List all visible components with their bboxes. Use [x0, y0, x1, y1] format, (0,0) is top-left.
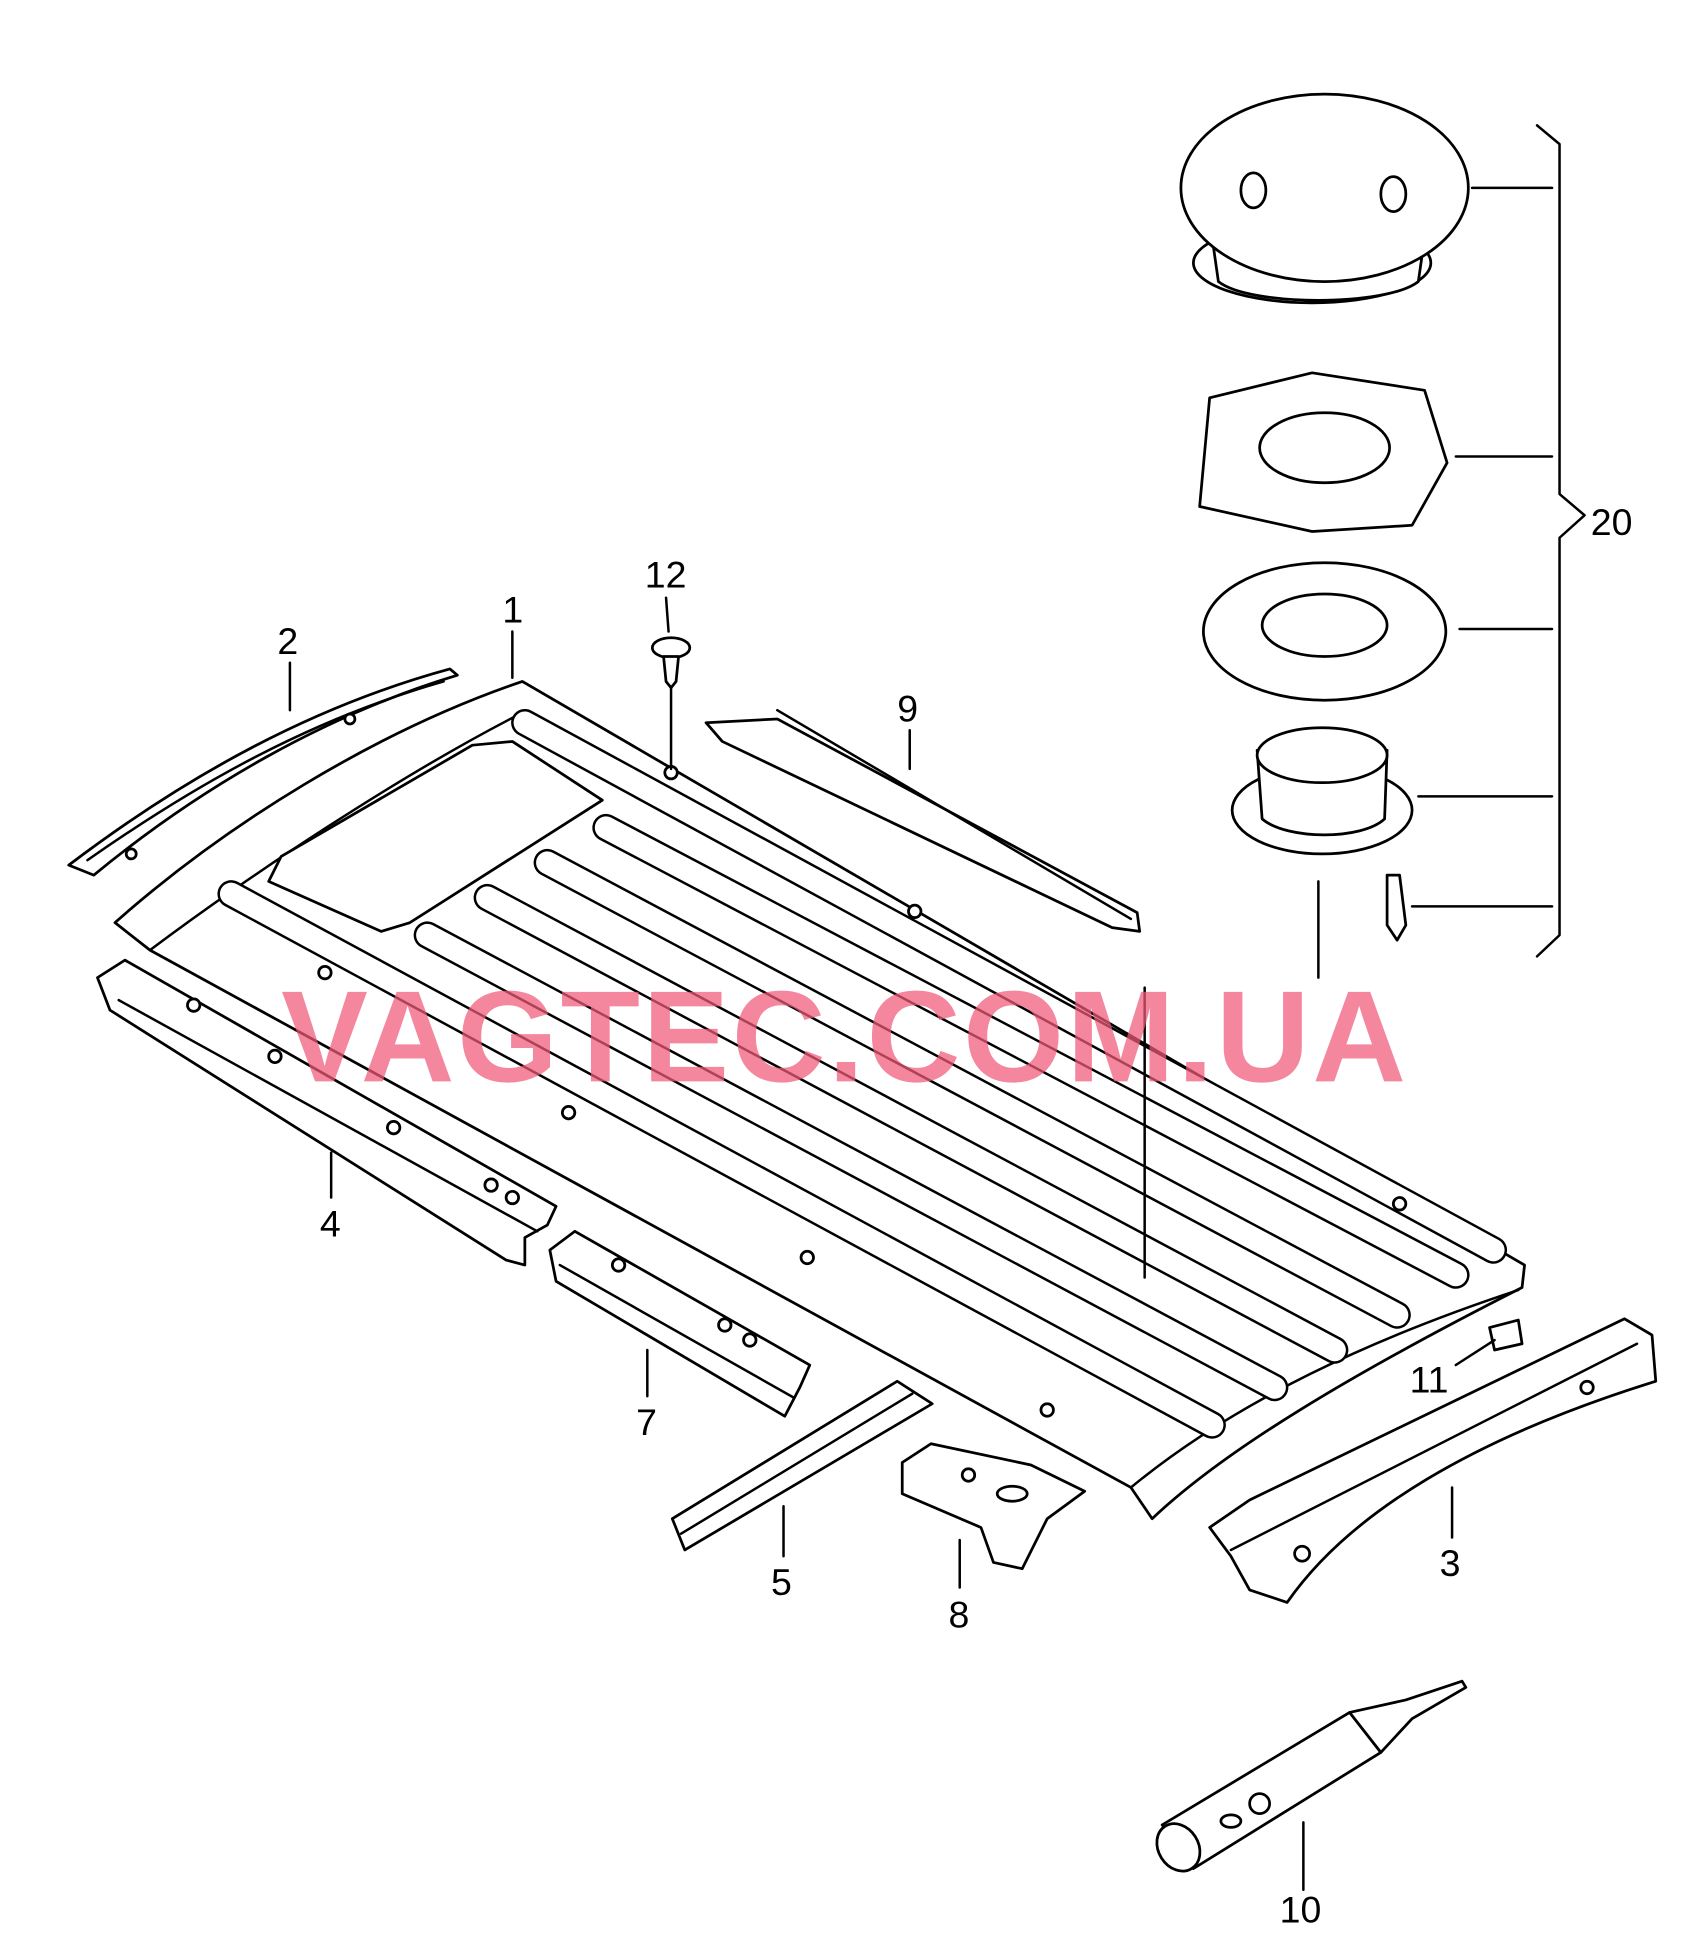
sealant-cartridge-part-10[interactable]: [1148, 1679, 1468, 1892]
callout-20[interactable]: 20: [1591, 501, 1633, 543]
callout-8[interactable]: 8: [948, 1593, 969, 1635]
rail-strip-part-5[interactable]: [670, 1379, 934, 1552]
rear-roof-bow-part-3[interactable]: [1208, 1317, 1658, 1604]
callout-10[interactable]: 10: [1280, 1888, 1322, 1930]
roof-panel-part-1[interactable]: [113, 680, 1526, 1521]
callout-9[interactable]: 9: [897, 687, 918, 729]
small-plate-part-11[interactable]: [1454, 1318, 1524, 1367]
roof-vent-assembly-part-20[interactable]: [1179, 92, 1586, 979]
leader-lines: [288, 596, 1454, 1589]
callout-1[interactable]: 1: [502, 589, 523, 631]
side-rail-part-9[interactable]: [704, 708, 1142, 933]
roof-bracket-part-7[interactable]: [548, 1229, 812, 1418]
watermark: VAGTEC.COM.UA: [281, 963, 1408, 1109]
callout-7[interactable]: 7: [636, 1401, 657, 1443]
callout-labels: 1 2 3 4 5 7 8 9 10 11 12 20: [277, 501, 1632, 1930]
callout-4[interactable]: 4: [320, 1202, 341, 1244]
callout-11[interactable]: 11: [1410, 1359, 1449, 1401]
side-member-part-4[interactable]: [96, 958, 558, 1267]
callout-5[interactable]: 5: [771, 1561, 792, 1603]
front-roof-bow-part-2[interactable]: [67, 667, 459, 877]
callout-3[interactable]: 3: [1440, 1542, 1461, 1584]
screw-part-12[interactable]: [650, 636, 692, 771]
corner-bracket-part-8[interactable]: [900, 1442, 1087, 1571]
callout-12[interactable]: 12: [645, 554, 687, 596]
callout-2[interactable]: 2: [277, 620, 298, 662]
